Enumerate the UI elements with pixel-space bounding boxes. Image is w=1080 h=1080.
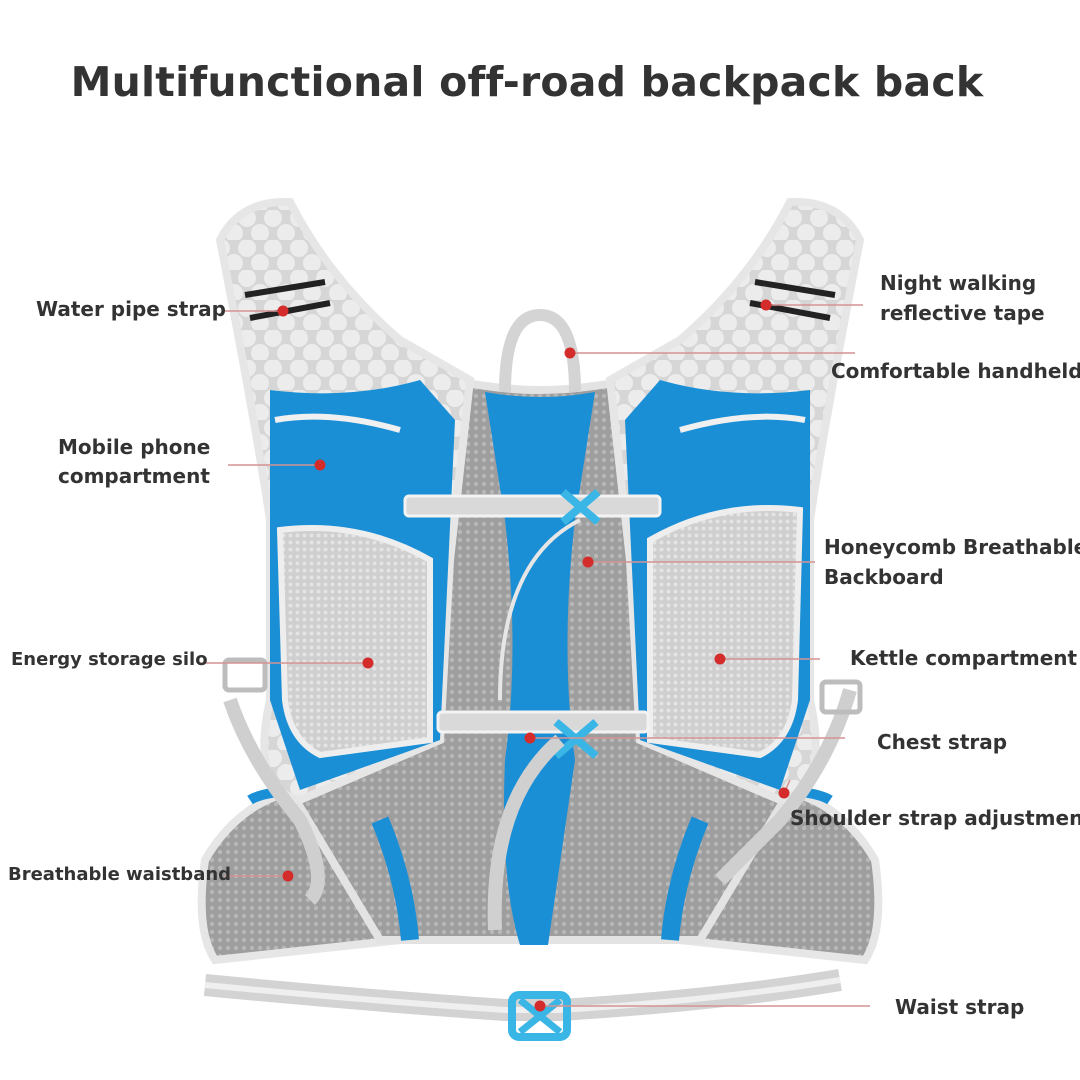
page-title: Multifunctional off-road backpack back [70, 58, 984, 106]
label-kettle-compartment: Kettle compartment [850, 646, 1078, 670]
waist-strap-shape [203, 969, 842, 1041]
callout-dots [277, 299, 790, 1012]
label-mobile-phone-2: compartment [58, 464, 210, 488]
label-honeycomb-1: Honeycomb Breathable [824, 535, 1080, 559]
label-waist-strap: Waist strap [895, 995, 1025, 1019]
callout-lines [198, 304, 870, 1007]
label-shoulder-strap-adjustment: Shoulder strap adjustment [790, 806, 1080, 830]
left-shoulder-strap-shape [215, 197, 475, 805]
label-mobile-phone-1: Mobile phone [58, 435, 211, 459]
label-water-pipe-strap: Water pipe strap [36, 297, 226, 321]
right-shoulder-strap-shape [605, 197, 865, 805]
label-breathable-waistband: Breathable waistband [8, 864, 232, 885]
handle-shape [499, 308, 581, 393]
label-chest-strap: Chest strap [877, 730, 1008, 754]
label-energy-storage-silo: Energy storage silo [11, 649, 208, 670]
chest-straps-shape [403, 488, 662, 931]
label-night-walking-1: Night walking [880, 271, 1037, 295]
label-night-walking-2: reflective tape [880, 301, 1045, 325]
label-honeycomb-2: Backboard [824, 565, 944, 589]
label-comfortable-handheld: Comfortable handheld [831, 359, 1080, 383]
